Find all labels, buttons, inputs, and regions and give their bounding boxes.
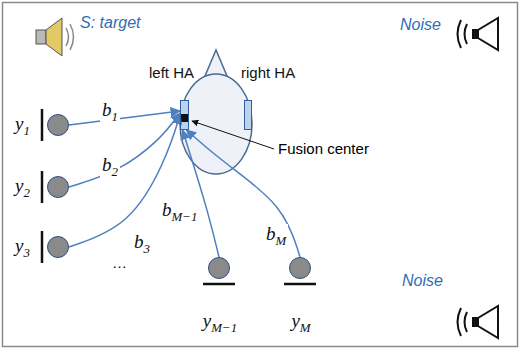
microphone-bars [42,109,316,284]
microphone: y3 [47,236,69,258]
signal-name: yM−1 [203,310,237,336]
microphone: y2 [47,176,69,198]
channel-label: bM [264,224,288,248]
fusion-center-square [181,114,189,122]
noise-megaphone [458,18,499,50]
hearing-aid-fill [244,100,252,130]
microphone: yM−1 [208,257,230,279]
component-label: right HA [241,64,295,81]
microphone: y1 [47,114,69,136]
hearing-aid: right HA [244,100,252,130]
component-label: Fusion center [278,140,369,157]
frame [3,3,518,347]
target-label: S: target [80,14,140,32]
channel-label: b3 [132,232,152,256]
signal-link [69,113,180,187]
signal-link [69,111,180,125]
signal-name: y3 [15,235,30,261]
target-speaker [36,18,74,56]
signal-link [183,130,220,257]
channel-label: b1 [100,100,120,124]
channel-label: b2 [100,155,120,179]
channel-label: bM−1 [160,200,199,224]
component-label: left HA [149,64,194,81]
signal-link [69,115,180,247]
hearing-aid: left HA [180,100,189,130]
signal-name: y1 [15,113,30,139]
signal-name: y2 [15,175,30,201]
microphone: yM [289,257,311,279]
ellipsis: … [112,254,127,271]
noise-label: Noise [402,272,443,290]
hearing-aid-fill [180,100,189,130]
noise-label: Noise [400,16,441,34]
signal-name: yM [291,310,310,336]
noise-megaphone [458,306,499,338]
